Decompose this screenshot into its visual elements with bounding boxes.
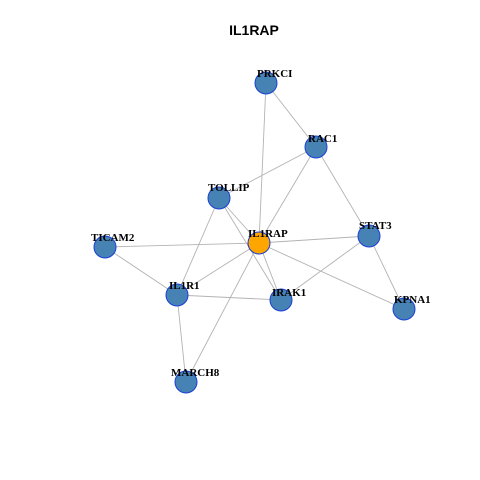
node-ticam2 [93,235,117,259]
node-prkci [254,71,278,95]
node-il1rap [247,231,271,255]
edge-ticam2-il1r1 [104,246,178,296]
node-kpna1 [392,297,416,321]
edge-il1rap-il1r1 [176,242,260,296]
node-label-prkci: PRKCI [257,68,292,80]
edge-tollip-il1r1 [176,197,220,296]
node-label-tollip: TOLLIP [208,182,250,194]
node-label-march8: MARCH8 [171,367,220,379]
edge-stat3-irak1 [280,235,370,301]
node-il1r1 [165,283,189,307]
node-label-kpna1: KPNA1 [394,294,431,306]
edge-stat3-kpna1 [368,235,405,310]
node-rac1 [304,135,328,159]
edge-prkci-rac1 [265,82,317,148]
node-label-il1rap: IL1RAP [248,228,288,240]
nodes-layer [93,71,416,394]
edge-rac1-stat3 [315,146,370,237]
edge-il1r1-irak1 [176,294,282,301]
edge-il1rap-stat3 [258,235,370,244]
node-label-ticam2: TICAM2 [91,232,135,244]
edge-rac1-tollip [218,146,317,199]
edge-il1rap-march8 [185,242,260,383]
node-label-irak1: IRAK1 [272,287,306,299]
edge-il1r1-march8 [176,294,187,383]
node-tollip [207,186,231,210]
node-stat3 [357,224,381,248]
node-irak1 [269,288,293,312]
graph-title: IL1RAP [229,22,279,38]
node-march8 [174,370,198,394]
node-label-rac1: RAC1 [308,133,337,145]
node-label-il1r1: IL1R1 [169,280,200,292]
node-label-stat3: STAT3 [359,220,392,232]
edge-rac1-il1rap [258,146,317,244]
edge-il1rap-ticam2 [104,242,260,248]
edge-il1rap-kpna1 [258,242,405,310]
edge-prkci-il1rap [258,82,267,244]
